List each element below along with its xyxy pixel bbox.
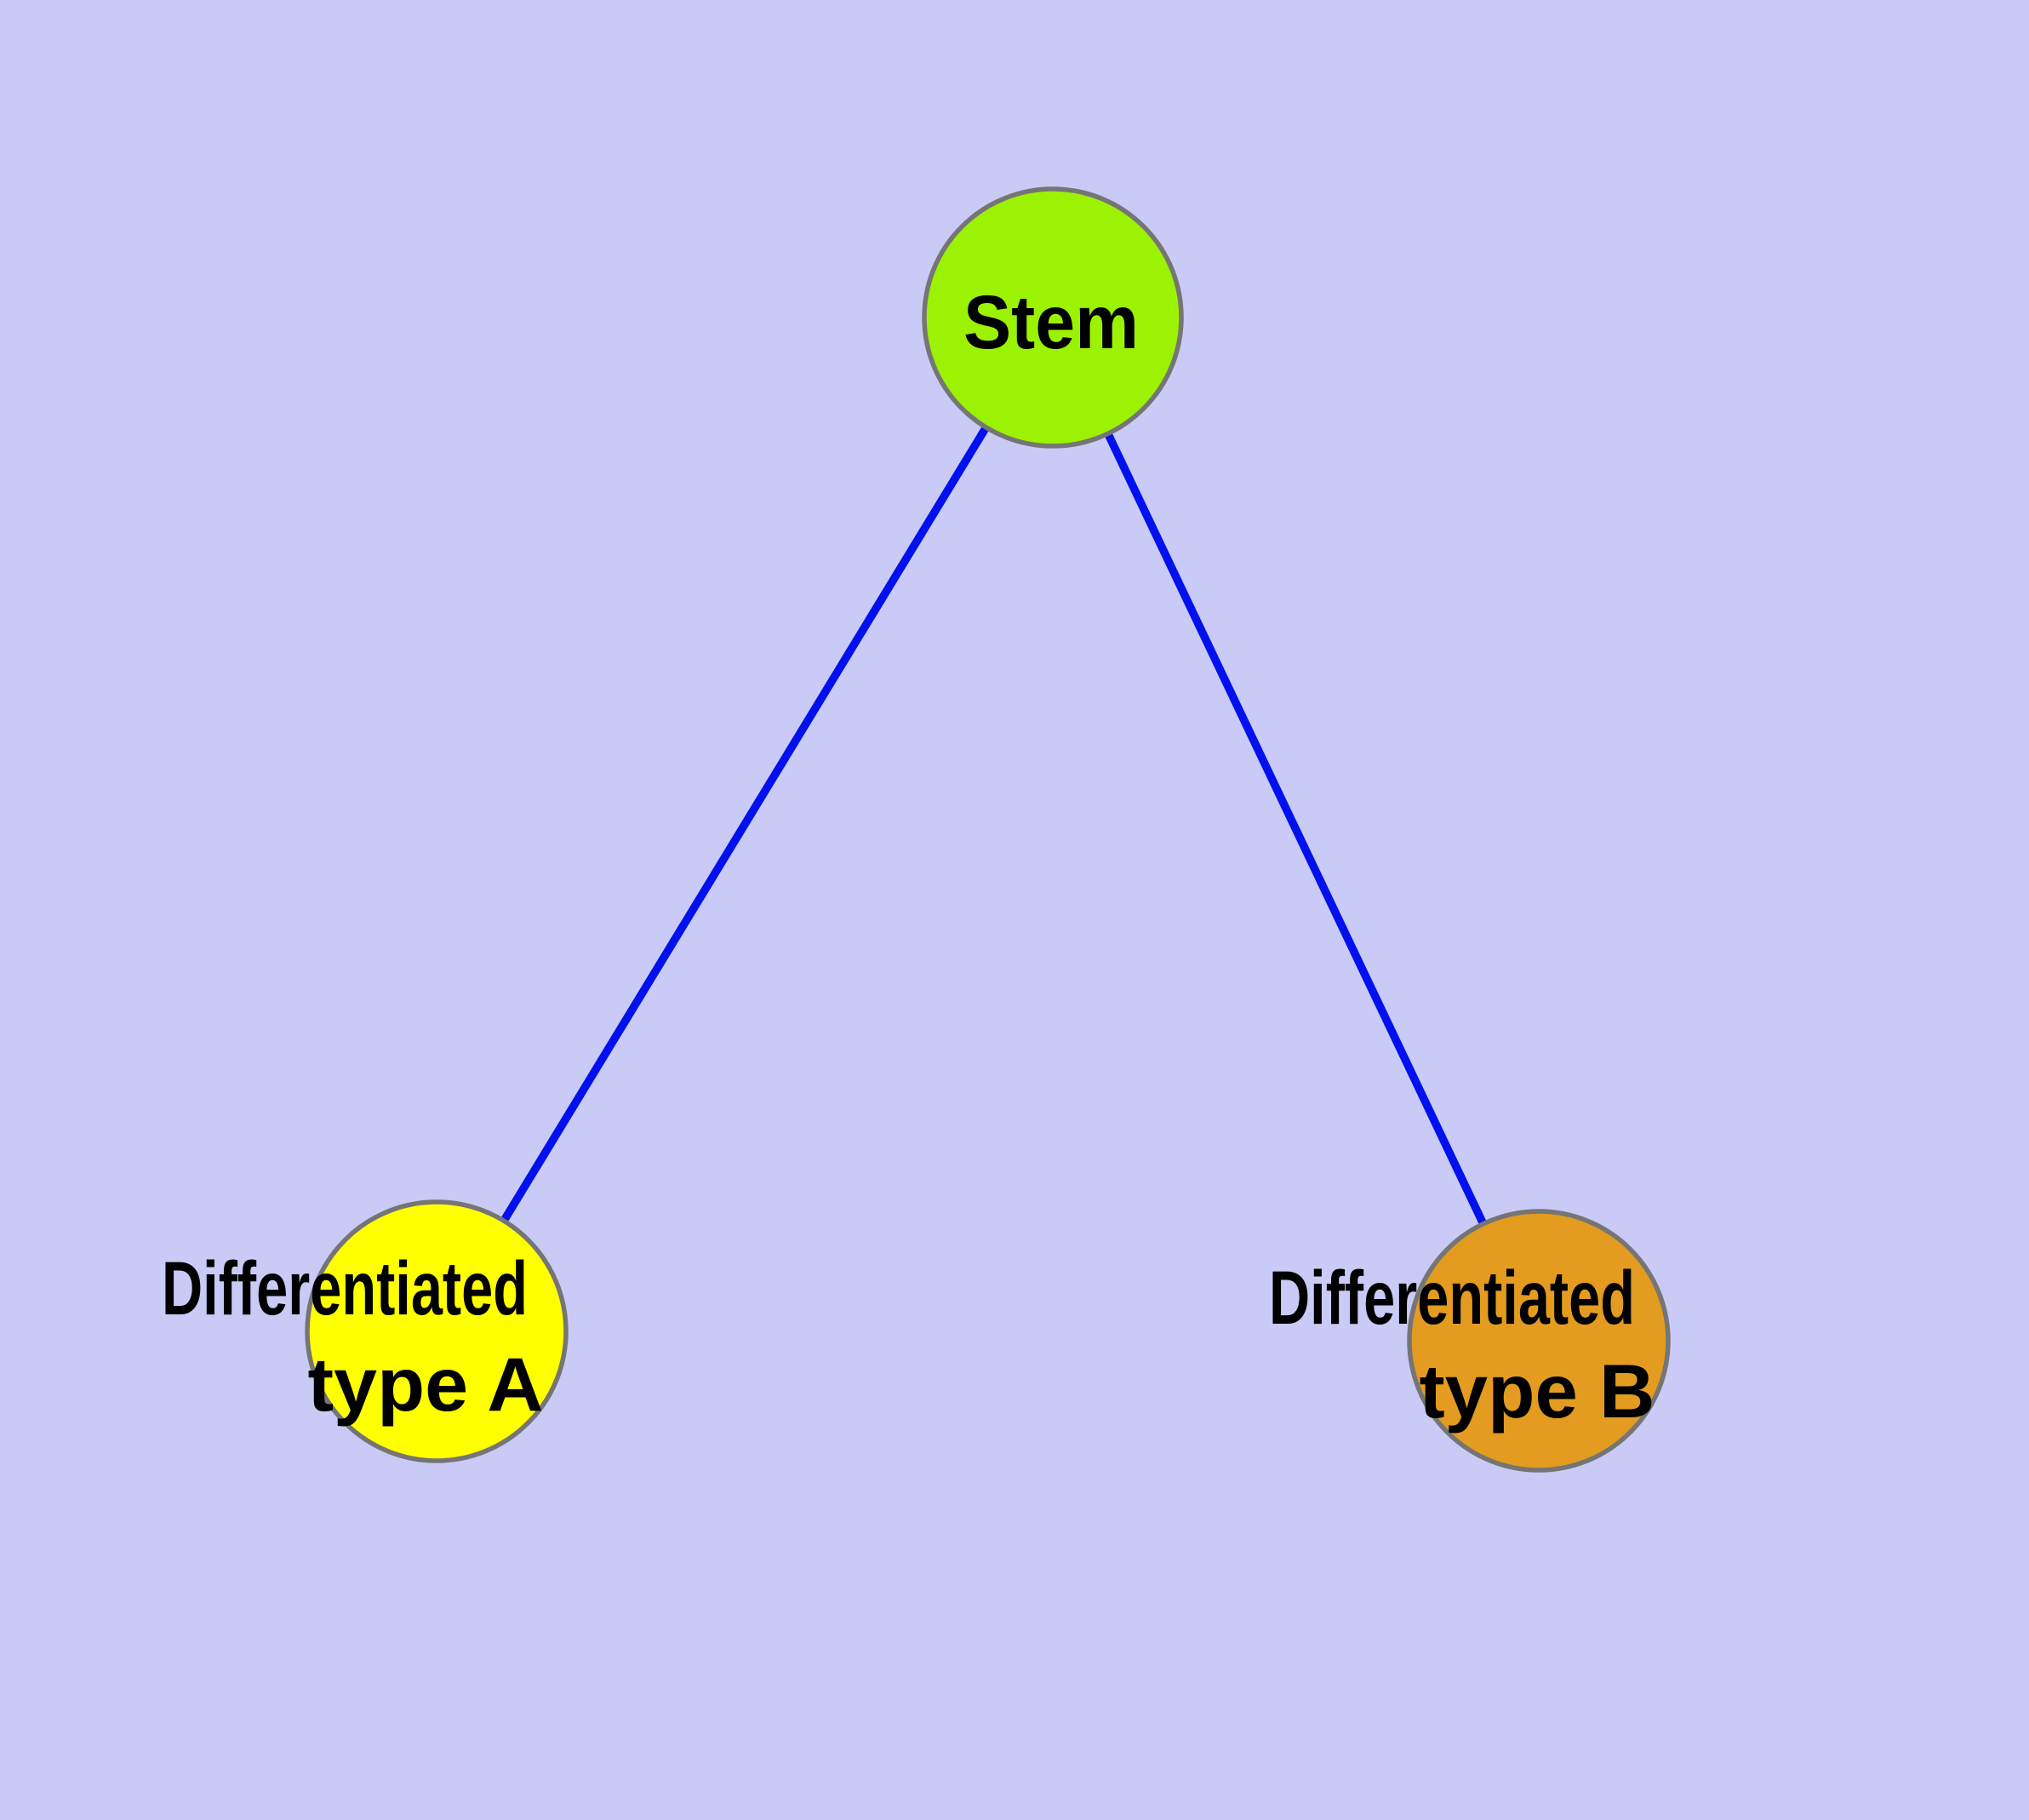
edge-stem-to-type-a [432, 313, 1057, 1336]
node-type-b-label-line2: type B [1420, 1348, 1655, 1434]
node-stem [922, 186, 1184, 449]
edge-layer [432, 313, 1543, 1345]
node-differentiated-type-b [1407, 1209, 1671, 1473]
node-differentiated-type-a [305, 1199, 569, 1463]
node-type-a-label-line1: Differentiated [162, 1245, 528, 1331]
node-type-a-label-line2: type A [308, 1342, 544, 1427]
node-layer [305, 186, 1671, 1473]
node-stem-label: Stem [963, 279, 1139, 364]
label-layer: Stem Differentiated type A Differentiate… [162, 279, 1655, 1434]
edge-stem-to-type-b [1049, 313, 1543, 1345]
node-type-b-label-line1: Differentiated [1269, 1255, 1635, 1340]
